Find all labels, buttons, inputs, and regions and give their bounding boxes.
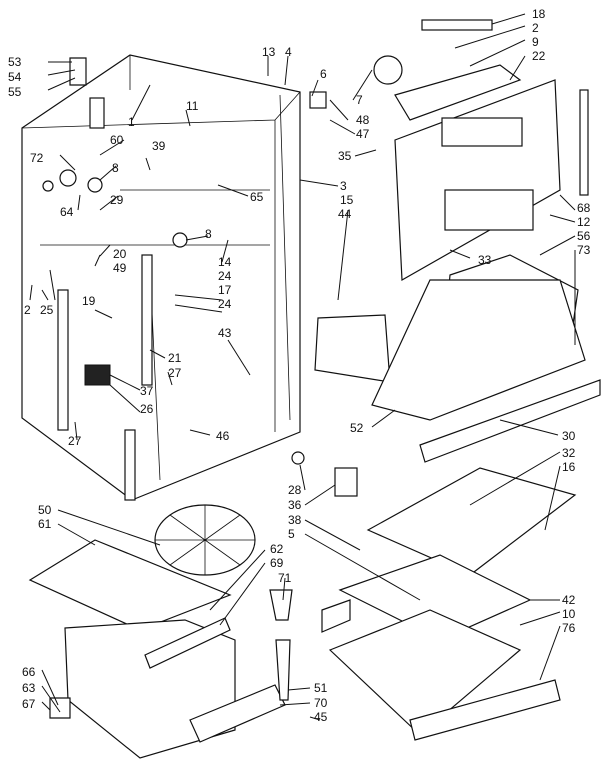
callout: 18 xyxy=(532,7,546,21)
callout: 49 xyxy=(113,261,127,275)
callout: 53 xyxy=(8,55,22,69)
callout: 29 xyxy=(110,193,124,207)
callout: 27 xyxy=(68,434,82,448)
callout: 69 xyxy=(270,556,284,570)
callout: 25 xyxy=(40,303,54,317)
callout: 32 xyxy=(562,446,576,460)
callout: 46 xyxy=(216,429,230,443)
callout: 33 xyxy=(478,253,492,267)
lower-left-assemblies xyxy=(28,451,358,759)
shelf-and-pans xyxy=(314,254,601,741)
callout: 63 xyxy=(22,681,36,695)
callout: 11 xyxy=(186,99,199,113)
callout: 8 xyxy=(112,161,119,175)
callout: 70 xyxy=(314,696,328,710)
callout: 20 xyxy=(113,247,127,261)
callout-labels: 53 54 55 13 4 6 18 2 9 22 1 11 60 39 72 … xyxy=(8,7,591,724)
callout: 50 xyxy=(38,503,52,517)
callout: 44 xyxy=(338,207,352,221)
callout: 45 xyxy=(314,710,328,724)
callout: 48 xyxy=(356,113,370,127)
callout: 56 xyxy=(577,229,591,243)
callout: 4 xyxy=(285,45,292,59)
callout: 15 xyxy=(340,193,354,207)
callout: 26 xyxy=(140,402,154,416)
callout: 13 xyxy=(262,45,276,59)
cabinet-shell xyxy=(21,54,301,501)
callout: 37 xyxy=(140,384,154,398)
callout: 5 xyxy=(288,527,295,541)
callout: 1 xyxy=(128,115,135,129)
callout: 67 xyxy=(22,697,36,711)
leader-lines xyxy=(29,13,576,721)
callout: 66 xyxy=(22,665,36,679)
callout: 61 xyxy=(38,517,52,531)
callout: 12 xyxy=(577,215,591,229)
callout: 19 xyxy=(82,294,96,308)
callout: 54 xyxy=(8,70,22,84)
callout: 52 xyxy=(350,421,364,435)
callout: 10 xyxy=(562,607,576,621)
callout: 21 xyxy=(168,351,182,365)
callout: 30 xyxy=(562,429,576,443)
callout: 60 xyxy=(110,133,124,147)
callout: 7 xyxy=(356,93,363,107)
callout: 22 xyxy=(532,49,546,63)
callout: 51 xyxy=(314,681,328,695)
callout: 17 xyxy=(218,283,232,297)
callout: 24 xyxy=(218,269,232,283)
callout: 27 xyxy=(168,366,182,380)
callout: 76 xyxy=(562,621,576,635)
callout: 16 xyxy=(562,460,576,474)
callout: 35 xyxy=(338,149,352,163)
callout: 9 xyxy=(532,35,539,49)
callout: 72 xyxy=(30,151,44,165)
callout: 14 xyxy=(218,255,232,269)
callout: 28 xyxy=(288,483,302,497)
callout: 3 xyxy=(340,179,347,193)
callout: 8 xyxy=(205,227,212,241)
callout: 36 xyxy=(288,498,302,512)
callout: 43 xyxy=(218,326,232,340)
callout: 64 xyxy=(60,205,74,219)
callout: 2 xyxy=(24,303,31,317)
callout: 65 xyxy=(250,190,264,204)
callout: 55 xyxy=(8,85,22,99)
callout: 42 xyxy=(562,593,576,607)
callout: 73 xyxy=(577,243,591,257)
evaporator-cover xyxy=(309,19,589,282)
callout: 38 xyxy=(288,513,302,527)
callout: 39 xyxy=(152,139,166,153)
callout: 2 xyxy=(532,21,539,35)
callout: 68 xyxy=(577,201,591,215)
callout: 62 xyxy=(270,542,284,556)
callout: 6 xyxy=(320,67,327,81)
callout: 71 xyxy=(278,571,292,585)
callout: 24 xyxy=(218,297,232,311)
callout: 47 xyxy=(356,127,370,141)
